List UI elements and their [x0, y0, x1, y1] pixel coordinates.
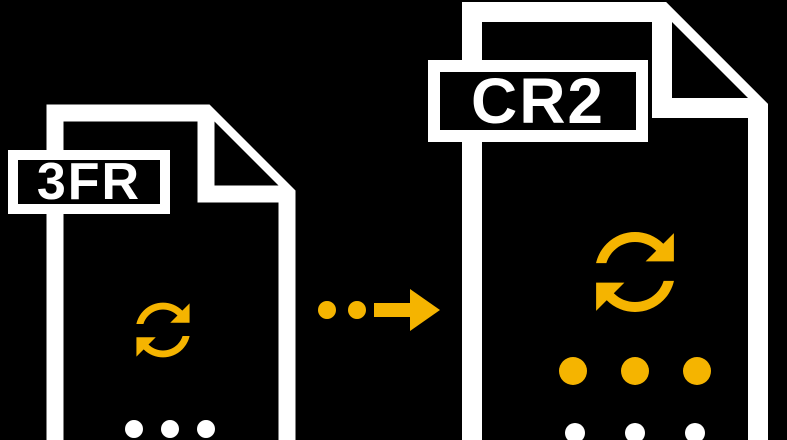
ellipsis-dot: [621, 357, 649, 385]
ellipsis-dot: [683, 357, 711, 385]
source-file-fold-corner-icon: [197, 113, 287, 203]
target-format-label: CR2: [428, 60, 648, 142]
ellipsis-dot: [197, 420, 215, 438]
ellipsis-dot: [685, 423, 705, 440]
ellipsis-dot: [125, 420, 143, 438]
arrow-dot: [318, 301, 336, 319]
ellipsis-dot: [559, 357, 587, 385]
ellipsis-dot: [161, 420, 179, 438]
target-file-fold-corner-icon: [652, 12, 758, 118]
arrow-dot: [348, 301, 366, 319]
ellipsis-dot: [625, 423, 645, 440]
source-format-label: 3FR: [8, 150, 170, 214]
right-arrow-icon: [374, 289, 440, 331]
ellipsis-dot: [565, 423, 585, 440]
